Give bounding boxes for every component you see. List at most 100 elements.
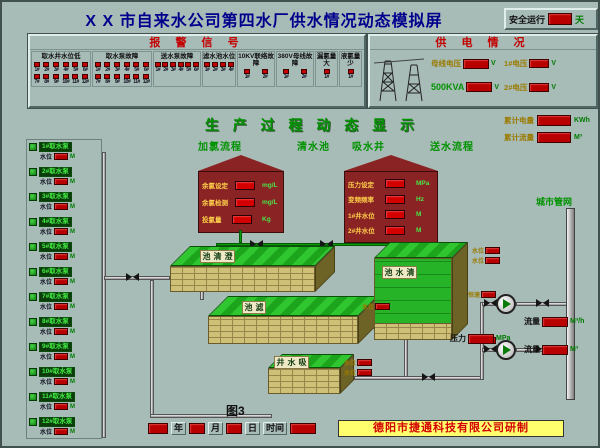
alarm-indicator: 5#: [133, 62, 140, 73]
alarm-indicator: 10#: [62, 74, 70, 85]
alarm-panel-title: 报 警 信 号: [30, 36, 364, 50]
pump-icon: [29, 143, 37, 151]
chlorine-setpoint-label: 余氯设定: [202, 183, 228, 190]
alarm-indicator: 4#: [62, 62, 69, 73]
safe-run-unit: 天: [575, 14, 585, 25]
level-chip-display: [357, 369, 373, 376]
alarm-lamp-icon: [283, 69, 289, 74]
feeder1-label: 1#电压: [504, 59, 528, 68]
alarm-group-label: 漏氯量大: [316, 53, 337, 67]
alarm-lamp-icon: [220, 62, 226, 67]
flow-label-chlorination: 加氯流程: [198, 142, 242, 153]
alarm-lamp-icon: [347, 69, 354, 74]
alarm-indicator: 1#: [347, 69, 354, 80]
bus-voltage-unit: V: [491, 60, 496, 67]
alarm-lamp-icon: [177, 62, 184, 67]
pump-house: 压力设定 MPa 变频频率 Hz 1#井水位 M 2#井水位 M: [344, 152, 438, 243]
level-unit: M: [70, 328, 76, 335]
pump-icon: [29, 343, 37, 351]
pump-house-row: 变频频率 Hz: [348, 194, 434, 204]
alarm-group: 10KV联络故障 1# 2#: [237, 51, 275, 87]
alarm-lamp-icon: [62, 62, 69, 67]
alarm-lamp-icon: [133, 62, 140, 67]
level-display: [54, 253, 69, 260]
alarm-indicator: 1#: [204, 62, 210, 73]
alarm-lamp-icon: [212, 62, 218, 67]
intake-pump-label: 8#取水泵: [39, 317, 72, 327]
pipe: [150, 280, 154, 418]
level-display: [54, 153, 69, 160]
flow-total-unit: M³: [570, 346, 579, 353]
totals-readouts: 累计电量 KWh 累计流量 M³: [504, 115, 590, 143]
alarm-indicator: 3#: [53, 62, 60, 73]
pipe: [150, 414, 272, 418]
total-energy-display: [537, 115, 571, 126]
time-label: 时间: [263, 422, 288, 435]
alarm-indicator: 1#: [283, 69, 289, 80]
delivery-pump-icon: [496, 340, 516, 360]
vfd-frequency-label: 变频频率: [348, 197, 374, 205]
level-unit: M: [70, 203, 76, 210]
level-display: [54, 228, 69, 235]
feeder2-display: [529, 83, 550, 92]
alarm-indicator: 1#: [154, 62, 161, 73]
pump-icon: [29, 368, 37, 376]
chlorine-dose-display: [231, 214, 252, 224]
year-label: 年: [171, 422, 187, 435]
company-credit: 德阳市捷通科技有限公司研制: [338, 420, 564, 437]
level-unit: M: [70, 428, 76, 435]
level-display: [54, 378, 69, 385]
page-title: X X 市自来水公司第四水厂供水情况动态模拟屏: [85, 13, 443, 30]
alarm-group: 滤水池水位 1# 2# 3# 4#: [202, 51, 236, 87]
alarm-lamp-icon: [185, 62, 192, 67]
alarm-group-label: 液氯量少: [340, 53, 361, 67]
flow-total-label: 流量: [524, 345, 540, 354]
alarm-lamp-icon: [33, 62, 40, 67]
level-display: [54, 278, 69, 285]
valve-icon: [484, 345, 497, 354]
feeder1-display: [529, 59, 550, 68]
alarm-lamp-icon: [104, 74, 111, 79]
pump-icon: [29, 293, 37, 301]
alarm-indicator: 12#: [82, 74, 89, 85]
alarm-lamp-icon: [143, 62, 150, 67]
alarm-indicator: 7#: [94, 74, 101, 85]
level-label: 水位: [40, 380, 53, 386]
pump-icon: [29, 318, 37, 326]
alarm-group: 取水井水位低 1# 2# 3# 4# 5# 6# 7# 8# 9# 10# 11…: [31, 51, 91, 87]
alarm-lamp-icon: [228, 62, 234, 67]
alarm-lamp-icon: [94, 62, 101, 67]
level-chip-display: [375, 303, 391, 310]
alarm-indicator: 5#: [185, 62, 192, 73]
intake-pump-label: 7#取水泵: [39, 292, 72, 302]
bus-voltage-label: 母线电压: [431, 59, 461, 68]
pump-icon: [29, 418, 37, 426]
alarm-lamp-icon: [43, 74, 50, 79]
alarm-group: 380V母线故障 1# 2#: [276, 51, 314, 87]
alarm-indicator: 4#: [123, 62, 130, 73]
chlorine-measure-unit: mg/L: [262, 198, 278, 206]
tank-name: 滤池: [242, 301, 266, 314]
level-unit: M: [70, 228, 76, 235]
alarm-group-label: 380V母线故障: [277, 53, 313, 67]
intake-pump-label: 4#取水泵: [39, 217, 72, 227]
level-label: 水位: [40, 405, 53, 411]
pump-mode-display: [481, 291, 497, 298]
bus-voltage-display: [463, 58, 489, 69]
level-unit: M: [70, 403, 76, 410]
chlorine-pipe: [239, 230, 242, 243]
valve-icon: [536, 299, 549, 308]
level-label: 水位: [40, 280, 53, 286]
chlorine-dose-label: 投氯量: [202, 217, 222, 224]
alarm-group-label: 取水泵故障: [105, 53, 139, 60]
pump-mode-chip: 恒速: [468, 290, 497, 299]
alarm-indicator: 2#: [212, 62, 218, 73]
intake-pump-label: 5#取水泵: [39, 242, 72, 252]
valve-icon: [484, 299, 497, 308]
alarm-lamp-icon: [82, 74, 89, 79]
figure-caption: 图3: [226, 404, 245, 418]
